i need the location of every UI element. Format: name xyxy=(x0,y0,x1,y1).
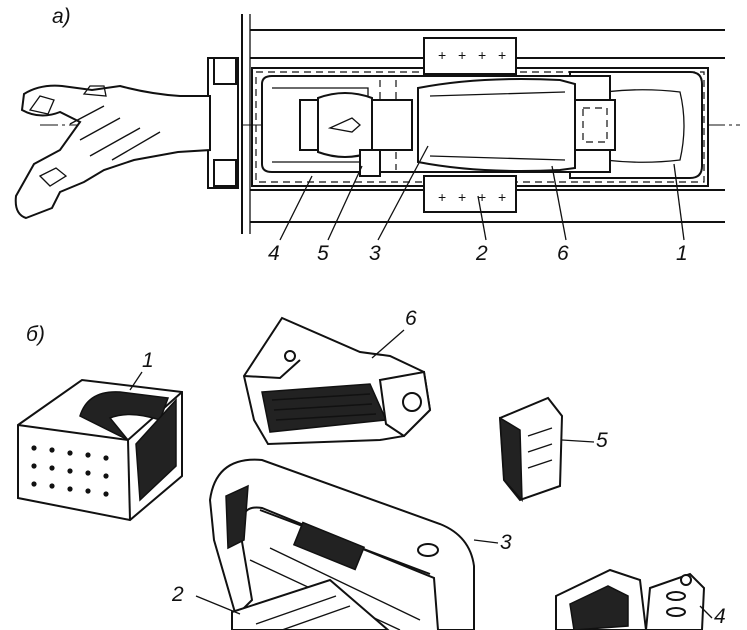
view-a-caption: а) xyxy=(52,5,71,28)
view-a-label-part-6: 6 xyxy=(557,242,569,265)
view-a-label-part-5: 5 xyxy=(317,242,329,265)
view-a-label-part-2: 2 xyxy=(476,242,488,265)
part-3-yoke xyxy=(208,458,475,630)
view-b-label-part-1: 1 xyxy=(142,349,154,372)
view-a-label-part-1: 1 xyxy=(676,242,688,265)
view-b-label-part-6: 6 xyxy=(405,307,417,330)
view-a-drawing: + + + + + + + + xyxy=(14,14,740,234)
part-1-rear-follower xyxy=(17,378,183,522)
view-a-label-part-4: 4 xyxy=(268,242,280,265)
view-b-label-part-4: 4 xyxy=(714,605,726,628)
rivets: + + + + + + + + xyxy=(438,47,506,205)
svg-text:+: + xyxy=(458,189,466,205)
part-4-striker-casting xyxy=(555,568,706,630)
view-b-leaders xyxy=(129,329,713,619)
view-a-leaders xyxy=(279,145,685,241)
svg-text:+: + xyxy=(478,47,486,63)
part-2-cover-plate xyxy=(231,578,390,630)
view-b-label-part-2: 2 xyxy=(172,583,184,606)
part-6-draft-gear xyxy=(242,316,432,446)
svg-text:+: + xyxy=(458,47,466,63)
svg-text:+: + xyxy=(438,189,446,205)
svg-text:+: + xyxy=(498,189,506,205)
view-b-caption: б) xyxy=(26,323,45,346)
svg-text:+: + xyxy=(498,47,506,63)
svg-text:+: + xyxy=(478,189,486,205)
view-b-label-part-3: 3 xyxy=(500,531,512,554)
svg-text:+: + xyxy=(438,47,446,63)
view-a-label-part-3: 3 xyxy=(369,242,381,265)
view-b-label-part-5: 5 xyxy=(596,429,608,452)
part-5-front-follower xyxy=(498,396,564,503)
